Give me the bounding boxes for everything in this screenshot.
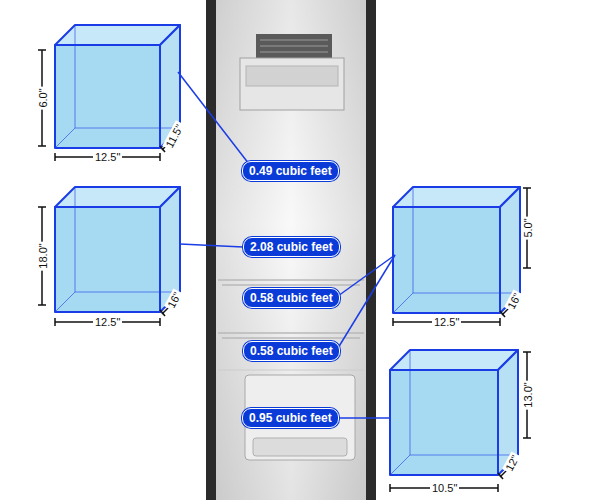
volume-text: 0.95 cubic feet (249, 411, 332, 425)
volume-text: 0.58 cubic feet (250, 344, 333, 358)
volume-text: 2.08 cubic feet (250, 240, 333, 254)
volume-pill: 2.08 cubic feet (243, 237, 340, 257)
dimension-label: 12.5" (93, 151, 122, 163)
dimension-label: 12.5" (432, 316, 461, 328)
cube-figures (55, 25, 520, 475)
dimension-label: 5.0" (522, 216, 534, 239)
volume-text: 0.58 cubic feet (250, 291, 333, 305)
volume-pill: 0.58 cubic feet (243, 341, 340, 361)
volume-text: 0.49 cubic feet (249, 164, 332, 178)
dimension-label: 13.0" (522, 380, 534, 409)
volume-pill: 0.58 cubic feet (243, 288, 340, 308)
dimension-label: 6.0" (37, 86, 49, 109)
dimension-label: 18.0" (37, 241, 49, 270)
refrigerator-photo (206, 0, 376, 500)
dimension-label: 12.5" (93, 316, 122, 328)
volume-pill: 0.95 cubic feet (242, 408, 339, 428)
dimension-label: 10.5" (430, 482, 459, 494)
leader-lines (178, 72, 395, 418)
volume-pill: 0.49 cubic feet (242, 161, 339, 181)
dimension-lines (38, 50, 531, 492)
